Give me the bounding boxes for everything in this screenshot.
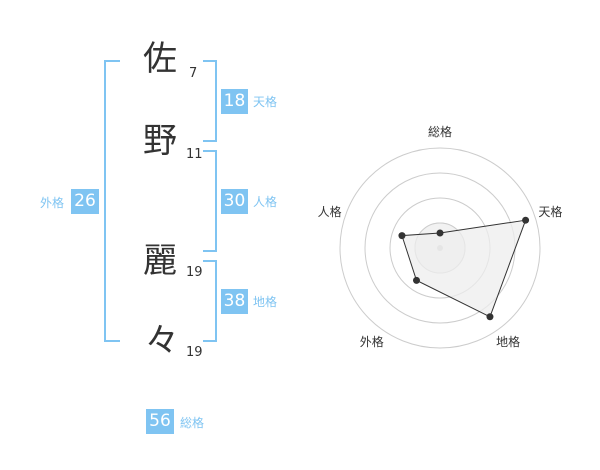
stroke-count-4: 19: [186, 345, 203, 360]
radar-axis-label-3: 地格: [496, 334, 520, 349]
name-char-2: 野: [143, 121, 177, 161]
jinkaku-bracket: [203, 150, 217, 252]
jinkaku-badge: 30: [221, 189, 248, 214]
radar-polygon: [401, 219, 527, 318]
chikaku-bracket: [203, 260, 217, 342]
gaikaku-label: 外格: [40, 196, 65, 210]
radar-axis-label-4: 外格: [360, 334, 384, 349]
gaikaku-bracket: [104, 60, 120, 342]
radar-ring-4: [339, 147, 541, 349]
radar-point-5: [398, 232, 406, 240]
radar-point-4: [412, 276, 420, 284]
jinkaku-label: 人格: [253, 195, 278, 209]
soukaku-label: 総格: [180, 416, 205, 430]
stroke-count-3: 19: [186, 265, 203, 280]
radar-axis-label-1: 総格: [428, 124, 452, 139]
radar-point-1: [436, 229, 444, 237]
radar-point-3: [486, 313, 494, 321]
radar-point-2: [522, 216, 530, 224]
radar-axis-label-2: 天格: [538, 204, 562, 219]
gaikaku-badge: 26: [71, 189, 99, 214]
stroke-count-1: 7: [189, 66, 198, 81]
name-char-1: 佐: [143, 39, 177, 79]
stroke-count-2: 11: [186, 147, 203, 162]
name-char-3: 麗: [143, 241, 177, 281]
soukaku-badge: 56: [146, 409, 174, 434]
tenkaku-label: 天格: [253, 95, 278, 109]
chikaku-label: 地格: [253, 295, 278, 309]
name-char-4: 々: [145, 321, 179, 361]
chikaku-badge: 38: [221, 289, 248, 314]
tenkaku-badge: 18: [221, 89, 248, 114]
radar-axis-label-5: 人格: [318, 204, 342, 219]
tenkaku-bracket: [203, 60, 217, 142]
